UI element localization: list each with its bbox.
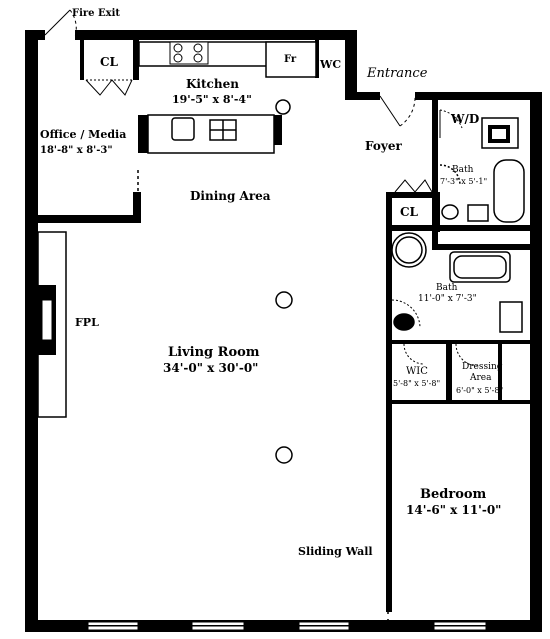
dressing-label: Dressing [462,362,503,372]
foyer-label: Foyer [365,139,402,153]
wic-dims: 5'-8" x 5'-8" [393,379,440,388]
large-bath-dims: 11'-0" x 7'-3" [418,294,477,304]
closet-doors-top [85,79,133,96]
bedroom-label: Bedroom [420,487,487,502]
dining-label: Dining Area [190,189,271,203]
wic-label: WIC [406,366,428,377]
large-bath-fixtures [391,232,523,333]
wd-door [439,109,463,138]
entrance-door [379,95,416,127]
fireplace-label: FPL [75,316,99,329]
small-bath-dims: 7'-3" x 5'-1" [440,177,487,186]
closet-top-label: CL [100,55,119,69]
kitchen-label: Kitchen [186,77,239,91]
wc-label: WC [319,58,341,71]
fire-exit-door [44,9,77,38]
fridge-label: Fr [284,54,297,65]
sliding-wall-label: Sliding Wall [298,545,373,558]
kitchen-counter [138,41,317,154]
exterior-walls [25,30,542,632]
fire-exit-label: Fire Exit [72,8,120,19]
living-dims: 34'-0" x 30'-0" [163,361,258,375]
office-dims: 18'-8" x 8'-3" [40,145,113,156]
wd-label: W/D [450,112,479,126]
bedroom-dims: 14'-6" x 11'-0" [406,503,501,517]
kitchen-dims: 19'-5" x 8'-4" [172,93,252,106]
office-label: Office / Media [40,128,126,141]
columns [275,291,293,464]
small-bath-label: Bath [452,165,474,175]
entrance-label: Entrance [366,66,428,81]
dressing-label-2: Area [469,373,492,383]
dressing-dims: 6'-0" x 5'-8" [456,386,503,395]
interior-walls [38,40,536,612]
living-label: Living Room [168,345,260,360]
sink [171,117,237,141]
stove [169,41,209,65]
small-bath-fixtures [439,159,525,223]
fireplace [37,231,67,418]
closet-doors-right [394,179,433,193]
closet-right-label: CL [400,205,419,219]
large-bath-label: Bath [436,283,458,293]
